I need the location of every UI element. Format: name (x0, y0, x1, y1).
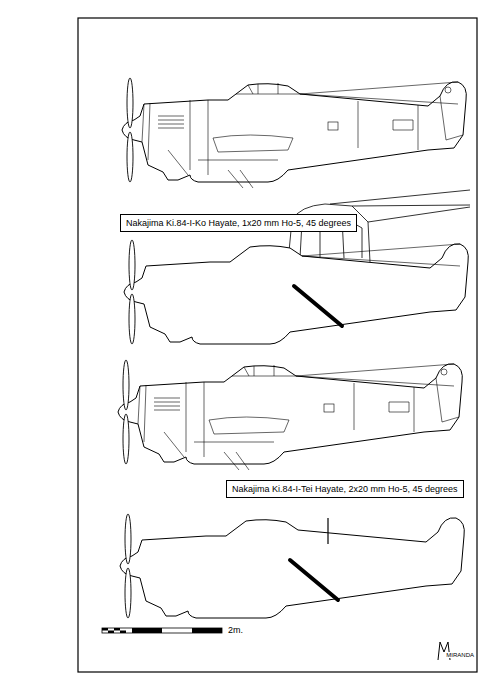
aircraft-silhouette (120, 514, 464, 618)
signature-text: MIRANDA (446, 652, 474, 658)
scale-label: 2m. (228, 625, 243, 635)
caption-box: Nakajima Ki.84-I-Ko Hayate, 1x20 mm Ho-5… (120, 214, 357, 232)
caption-text: Nakajima Ki.84-I-Ko Hayate, 1x20 mm Ho-5… (126, 217, 351, 229)
aircraft-silhouette (124, 240, 468, 344)
page-frame (78, 18, 477, 672)
aircraft-profile (122, 78, 466, 188)
caption-text: Nakajima Ki.84-I-Tei Hayate, 2x20 mm Ho-… (232, 483, 458, 495)
aircraft-profile (118, 360, 462, 470)
scale-bar (102, 628, 222, 633)
caption-box: Nakajima Ki.84-I-Tei Hayate, 2x20 mm Ho-… (226, 480, 464, 498)
